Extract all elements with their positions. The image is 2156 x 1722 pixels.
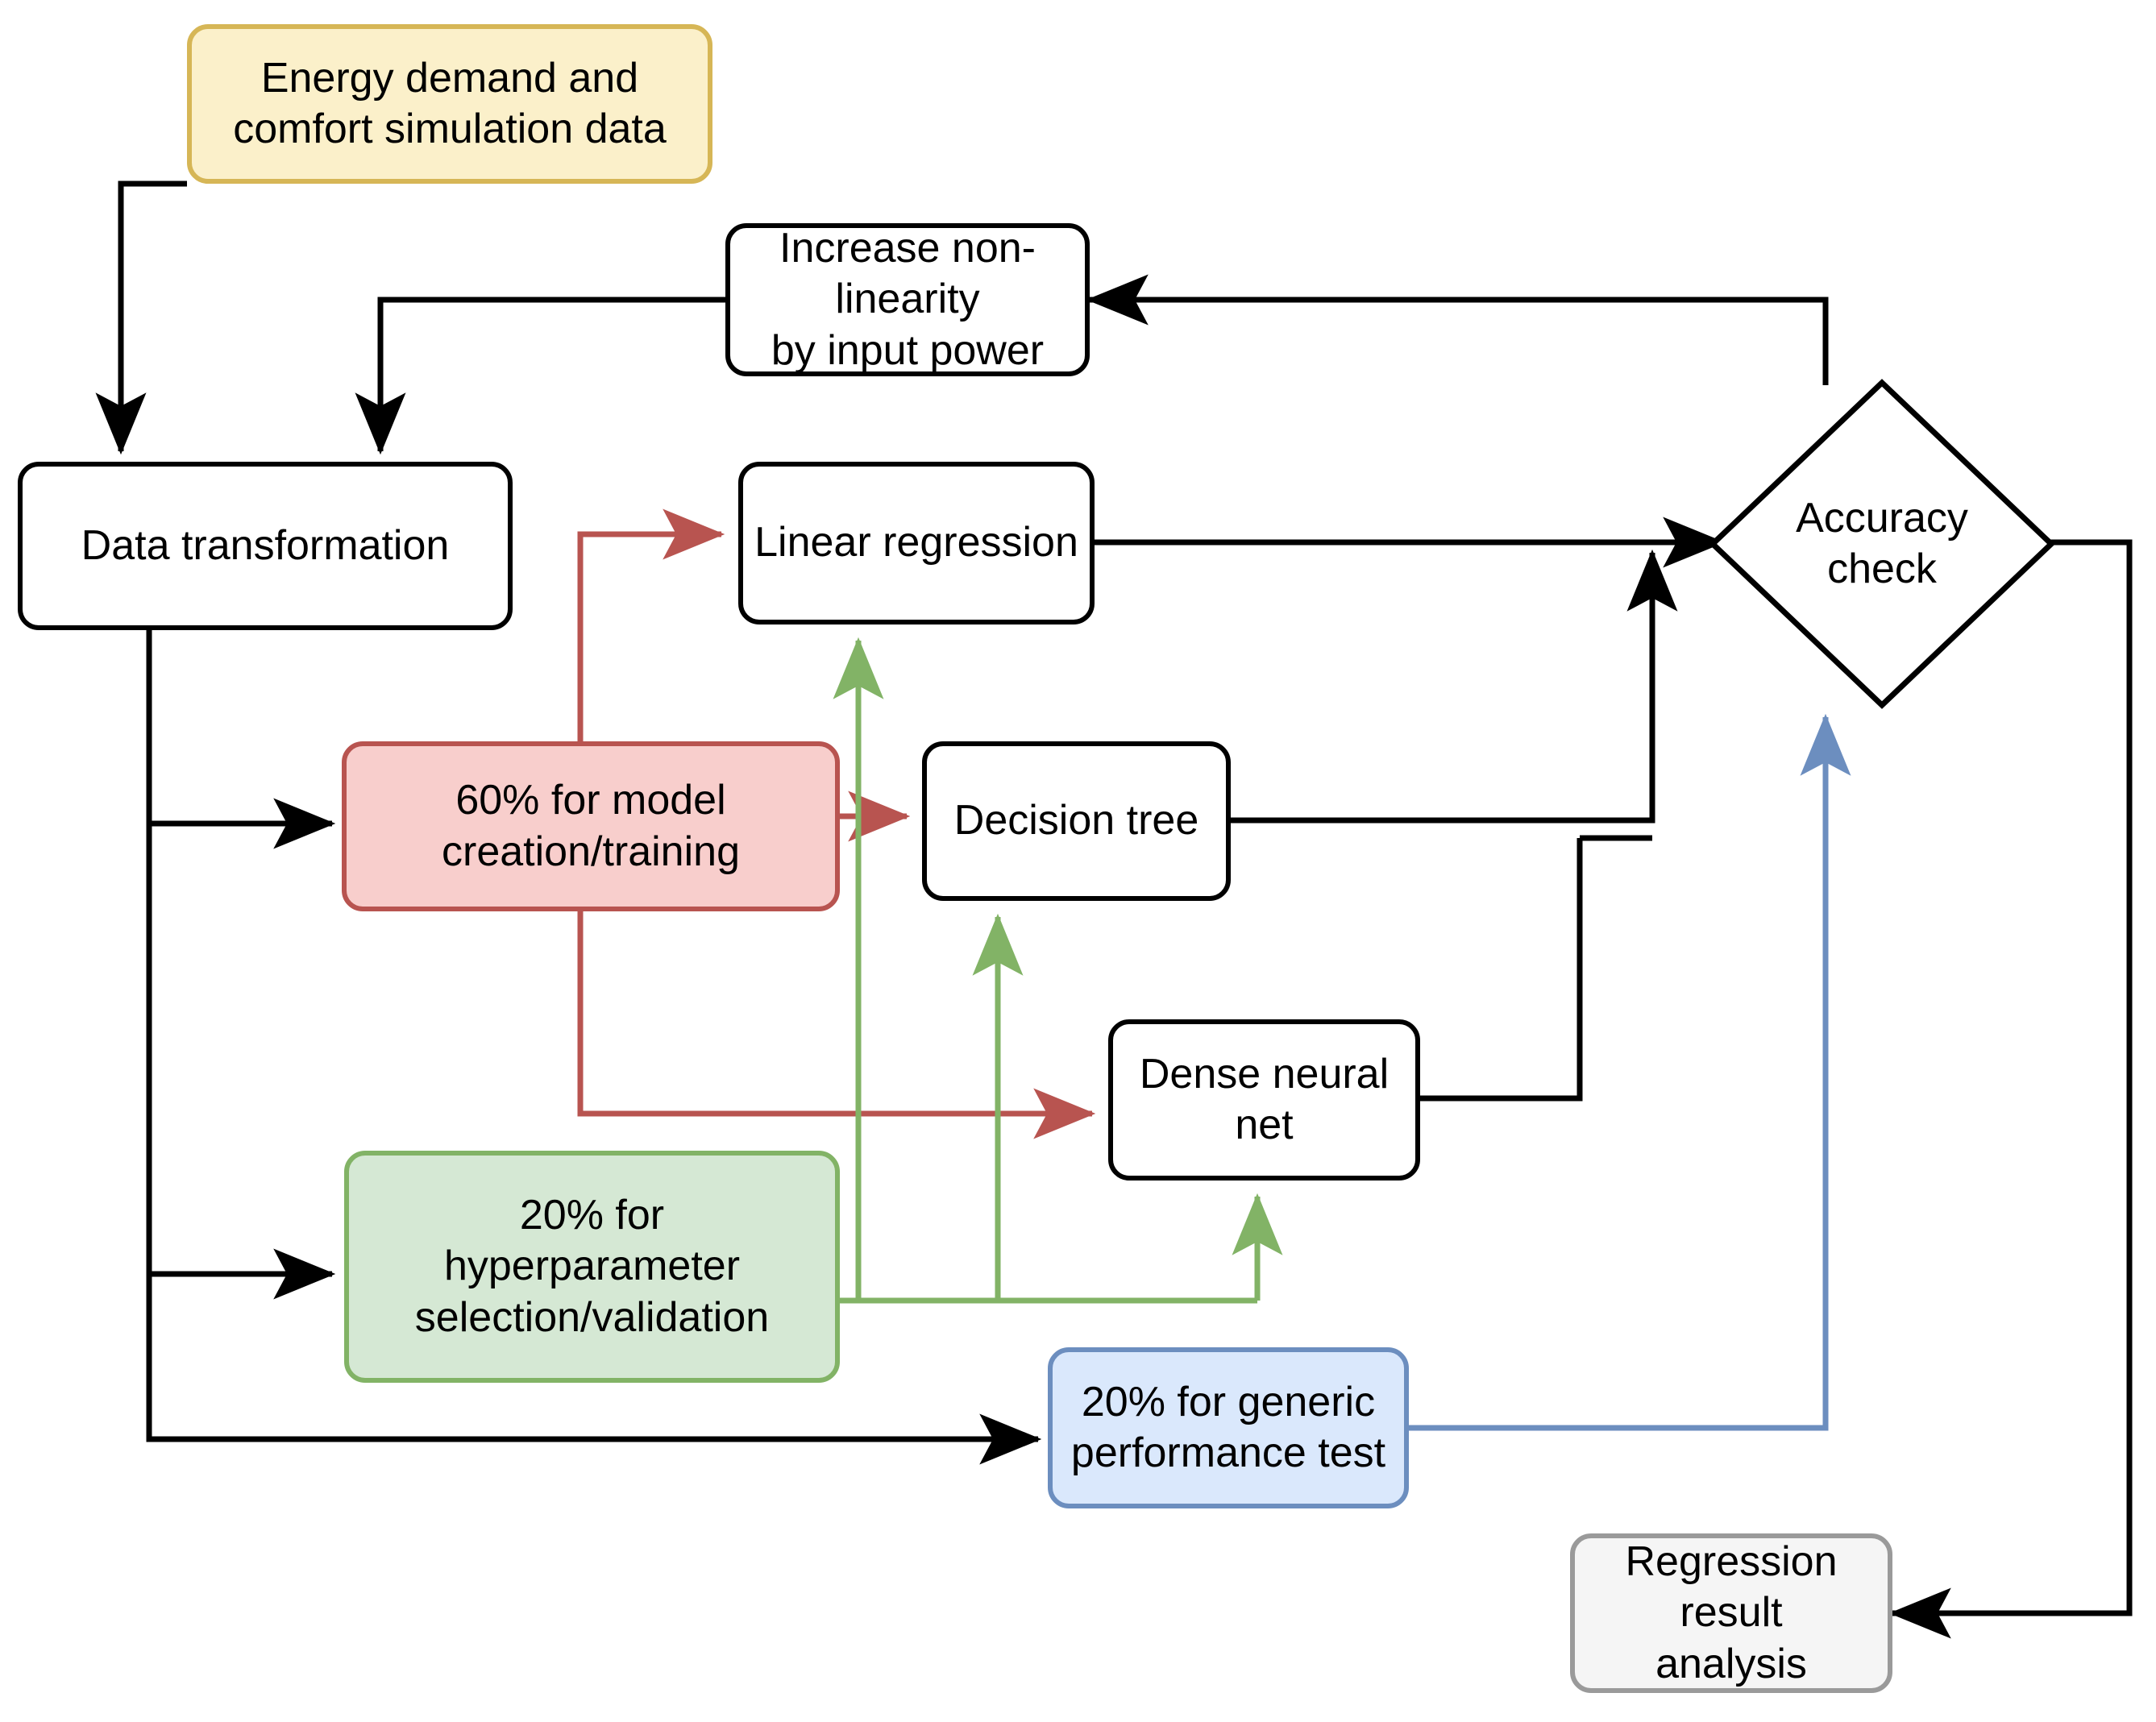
node-test-split-label: 20% for generic performance test — [1070, 1378, 1386, 1476]
edge-nonlinearity-to-transform — [355, 297, 725, 455]
edge-accuracy-to-result — [1888, 539, 2133, 1639]
node-data-transformation-label: Data transformation — [81, 521, 450, 569]
node-train-split[interactable]: 60% for model creation/training — [342, 741, 840, 911]
node-data-transformation[interactable]: Data transformation — [18, 462, 513, 630]
edge-test-to-accuracy — [1409, 713, 1851, 1431]
node-decision-tree-label: Decision tree — [953, 797, 1199, 844]
node-accuracy-check-label: Accuracy check — [1796, 494, 1968, 592]
edge-tree-to-accuracy — [1231, 549, 1678, 824]
edge-accuracy-to-nonlinearity — [1086, 274, 1829, 385]
node-dense-neural-net-label: Dense neural net — [1139, 1050, 1390, 1148]
diamond-shape — [1709, 379, 2055, 709]
edge-transform-to-test — [146, 630, 1042, 1465]
edge-dnn-riser — [1420, 838, 1583, 1102]
node-linear-regression[interactable]: Linear regression — [738, 462, 1095, 624]
node-increase-nonlinearity[interactable]: Increase non-linearity by input power — [725, 223, 1090, 376]
node-linear-regression-label: Linear regression — [754, 519, 1078, 566]
node-dense-neural-net[interactable]: Dense neural net — [1108, 1019, 1420, 1181]
node-validation-split[interactable]: 20% for hyperparameter selection/validat… — [344, 1151, 840, 1383]
node-validation-split-label: 20% for hyperparameter selection/validat… — [414, 1191, 770, 1341]
node-increase-nonlinearity-label: Increase non-linearity by input power — [771, 224, 1045, 374]
edge-train-to-dnn — [577, 911, 1096, 1139]
node-test-split[interactable]: 20% for generic performance test — [1048, 1347, 1409, 1508]
node-train-split-label: 60% for model creation/training — [442, 777, 740, 875]
node-data-source[interactable]: Energy demand and comfort simulation dat… — [187, 24, 712, 184]
node-data-source-label: Energy demand and comfort simulation dat… — [233, 54, 667, 152]
edge-source-to-transform — [95, 180, 187, 455]
edge-train-to-linreg — [577, 508, 725, 824]
node-result-analysis[interactable]: Regression result analysis — [1570, 1533, 1892, 1693]
node-decision-tree[interactable]: Decision tree — [922, 741, 1231, 901]
node-accuracy-check[interactable]: Accuracy check — [1709, 379, 2055, 709]
node-result-analysis-label: Regression result analysis — [1625, 1537, 1838, 1687]
